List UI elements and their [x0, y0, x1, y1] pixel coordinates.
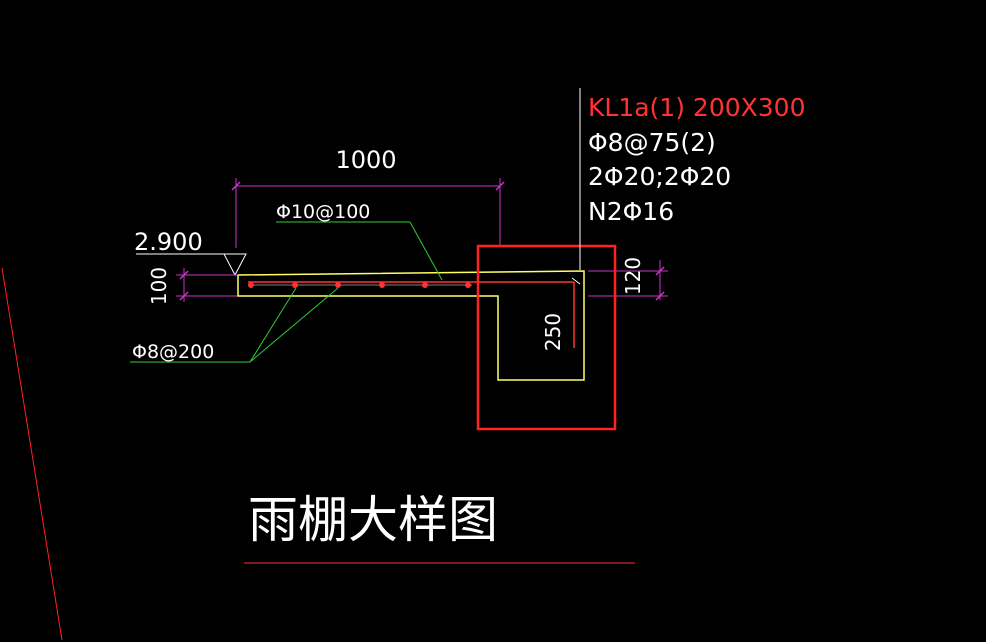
beam-right-dim-label: 120 — [621, 257, 645, 295]
leader-top-rebar: Φ10@100 — [276, 201, 443, 281]
drawing-title: 雨棚大样图 — [248, 491, 498, 549]
beam-annotation-line1: KL1a(1) 200X300 — [588, 93, 805, 122]
canopy-outline — [237, 270, 585, 381]
reference-line-diagonal — [1, 267, 63, 641]
beam-annotation-line3: 2Φ20;2Φ20 — [588, 162, 731, 191]
dimension-length: 1000 — [231, 146, 505, 248]
elevation-marker: 2.900 — [134, 228, 247, 277]
top-rebar-label: Φ10@100 — [276, 201, 370, 223]
beam-highlight-box — [476, 244, 617, 431]
slab-thickness-label: 100 — [147, 267, 171, 305]
dimension-slab-thickness: 100 — [147, 267, 238, 305]
dimension-length-label: 1000 — [335, 146, 396, 174]
beam-annotation: KL1a(1) 200X300 Φ8@75(2) 2Φ20;2Φ20 N2Φ16 — [588, 93, 805, 226]
distribution-rebar-label: Φ8@200 — [132, 341, 214, 363]
leader-distribution-rebar: Φ8@200 — [130, 287, 339, 363]
rebar-dots — [248, 282, 471, 288]
beam-annotation-line4: N2Φ16 — [588, 197, 674, 226]
anchor-length-label: 250 — [541, 313, 565, 351]
dimension-beam-right: 120 — [588, 257, 668, 301]
beam-annotation-line2: Φ8@75(2) — [588, 128, 716, 157]
elevation-label: 2.900 — [134, 228, 203, 256]
rebar-top — [248, 277, 581, 348]
